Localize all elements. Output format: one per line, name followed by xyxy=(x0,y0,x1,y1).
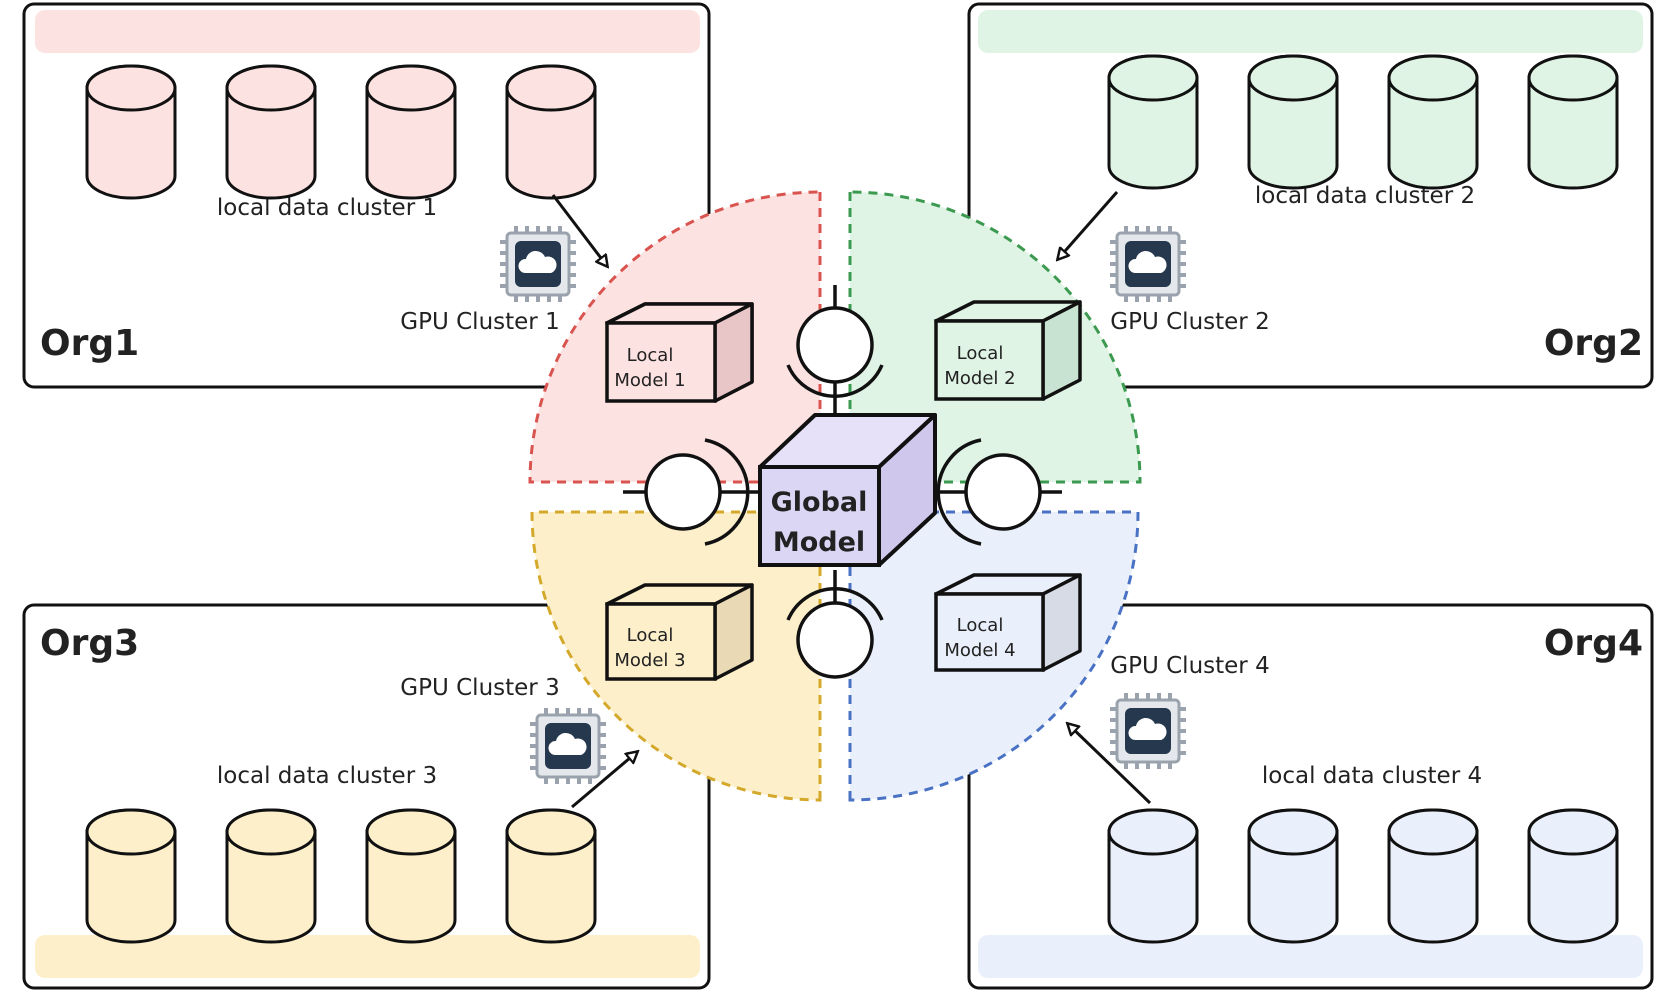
global-model-line1: Global xyxy=(771,487,868,518)
org2-color-band xyxy=(978,10,1643,53)
gpu-chip-icon xyxy=(500,226,576,302)
org4-gpu-cluster-label: GPU Cluster 4 xyxy=(1110,653,1269,679)
global-model-line2: Model xyxy=(773,527,865,558)
cloud-icon xyxy=(518,250,557,273)
database-top xyxy=(225,808,317,856)
arrow-icon xyxy=(571,752,637,809)
org4-color-band xyxy=(978,935,1643,978)
org4-label: Org4 xyxy=(1544,623,1643,664)
org1-gpu-cluster-label: GPU Cluster 1 xyxy=(400,309,559,335)
global-model: Global Model xyxy=(758,413,937,567)
database-top xyxy=(1247,54,1339,102)
cube-icon xyxy=(934,319,1045,401)
database-top xyxy=(85,808,177,856)
database-top xyxy=(1527,808,1619,856)
local-model-3-line1: Local xyxy=(627,625,674,646)
database-top xyxy=(1247,808,1339,856)
database-top xyxy=(1387,808,1479,856)
local-model-1: Local Model 1 xyxy=(605,302,754,403)
org2-label: Org2 xyxy=(1544,323,1643,364)
org3-data-cluster-label: local data cluster 3 xyxy=(217,763,437,789)
connector-ring-icon xyxy=(796,306,874,384)
cube-icon xyxy=(758,465,881,567)
connector-ring-right xyxy=(936,438,1042,546)
gpu-chip-icon xyxy=(1110,693,1186,769)
database-groups xyxy=(85,54,1619,944)
local-model-2: Local Model 2 xyxy=(934,300,1082,401)
database-top xyxy=(365,808,457,856)
connector-ring-icon xyxy=(796,601,874,679)
org2-gpu-cluster-label: GPU Cluster 2 xyxy=(1110,309,1269,335)
local-model-3: Local Model 3 xyxy=(605,583,754,681)
arrow-icon xyxy=(551,194,607,266)
connector-ring-icon xyxy=(964,453,1042,531)
org4-data-cluster-label: local data cluster 4 xyxy=(1262,763,1482,789)
org3-color-band xyxy=(35,935,700,978)
arrows xyxy=(551,191,1152,809)
database-top xyxy=(1387,54,1479,102)
local-model-1-line2: Model 1 xyxy=(614,370,685,391)
org3-gpu-cluster-label: GPU Cluster 3 xyxy=(400,675,559,701)
connector-ring-left xyxy=(644,438,750,546)
connector-ring-icon xyxy=(644,453,722,531)
arrow-icon xyxy=(1058,191,1119,259)
cube-icon xyxy=(605,602,717,681)
org1-label: Org1 xyxy=(40,323,139,364)
connector-ring-bottom xyxy=(786,587,884,679)
org1-data-cluster-label: local data cluster 1 xyxy=(217,195,437,221)
database-top xyxy=(365,64,457,112)
database-top xyxy=(1107,54,1199,102)
database-top xyxy=(505,808,597,856)
local-model-4: Local Model 4 xyxy=(934,573,1082,672)
database-top xyxy=(225,64,317,112)
local-model-2-line2: Model 2 xyxy=(944,368,1015,389)
gpu-chip-icon xyxy=(530,708,606,784)
local-model-1-line1: Local xyxy=(627,345,674,366)
cloud-icon xyxy=(548,732,587,755)
gpu-chip-icon xyxy=(1110,226,1186,302)
local-model-2-line1: Local xyxy=(957,343,1004,364)
arrow-icon xyxy=(1068,724,1152,805)
gpu-chip-groups xyxy=(500,226,1186,784)
database-top xyxy=(85,64,177,112)
database-top xyxy=(1107,808,1199,856)
cloud-icon xyxy=(1128,717,1167,740)
org3-label: Org3 xyxy=(40,623,139,664)
cube-icon xyxy=(934,592,1045,672)
database-top xyxy=(505,64,597,112)
local-model-4-line1: Local xyxy=(957,615,1004,636)
org1-color-band xyxy=(35,10,700,53)
local-model-3-line2: Model 3 xyxy=(614,650,685,671)
local-model-4-line2: Model 4 xyxy=(944,640,1015,661)
database-top xyxy=(1527,54,1619,102)
cloud-icon xyxy=(1128,250,1167,273)
connector-ring-top xyxy=(786,306,884,398)
